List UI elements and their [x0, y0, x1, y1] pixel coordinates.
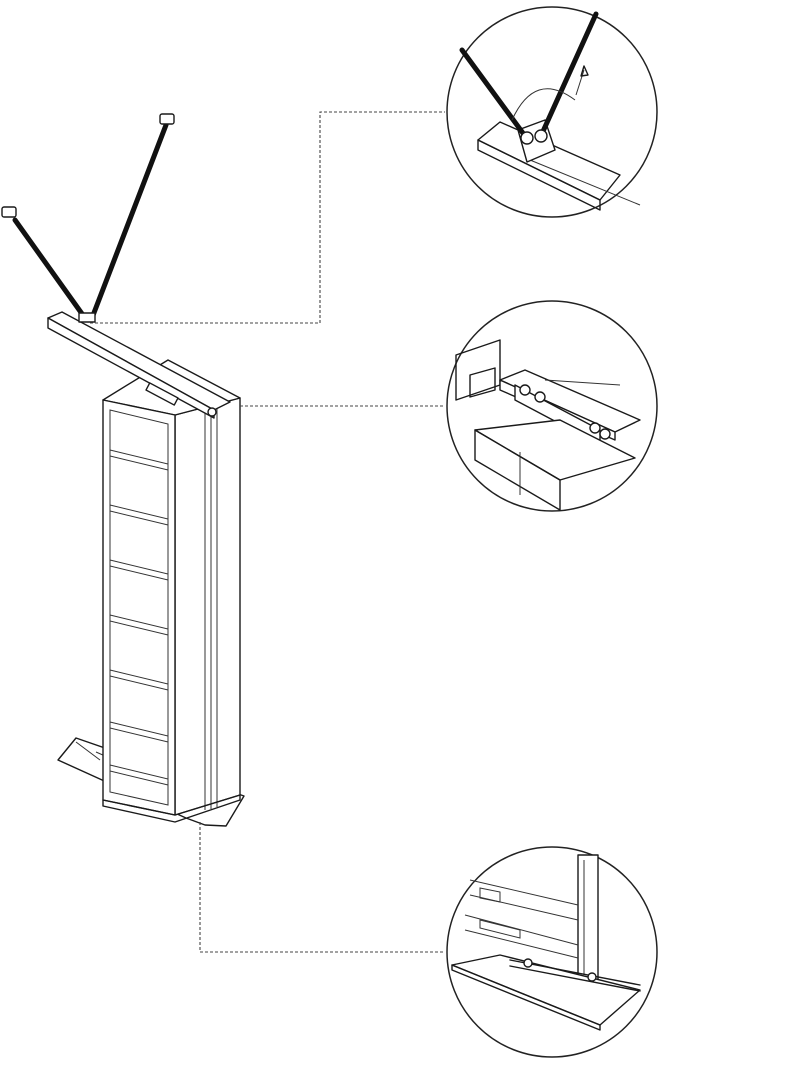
top-rail	[47, 311, 231, 419]
main-assembly	[1, 113, 245, 827]
detail-floor-track	[446, 846, 658, 1058]
cabinet-shelves	[109, 449, 169, 786]
detail-top-anchor	[446, 6, 658, 218]
detail-rail-bracket	[446, 300, 658, 512]
rod-end-cap	[1, 206, 17, 218]
tie-rods	[1, 113, 175, 323]
leader-lines	[90, 111, 445, 953]
tall-cabinet	[102, 359, 241, 823]
rod-end-cap	[159, 113, 175, 125]
